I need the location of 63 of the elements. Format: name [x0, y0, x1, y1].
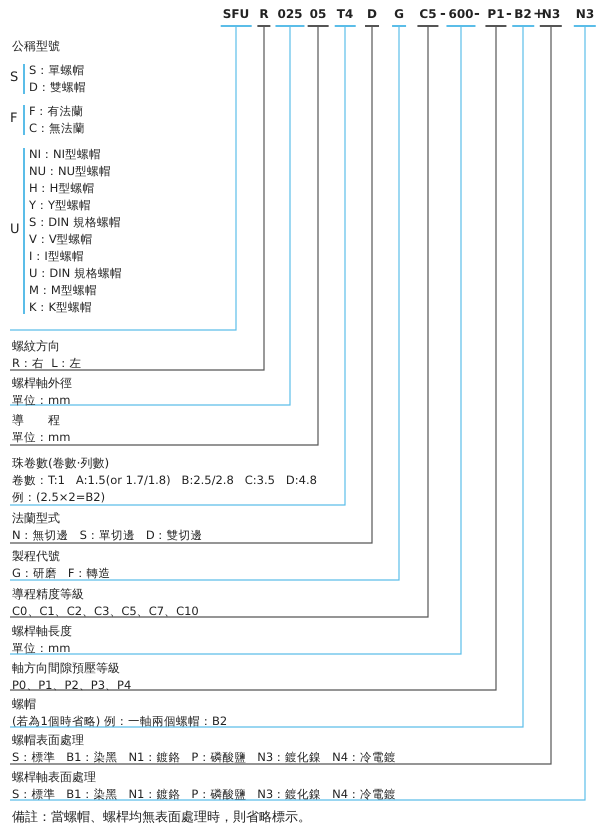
separator: -: [474, 6, 480, 22]
field-heading: 導程精度等級: [11, 586, 85, 603]
code-segment: D: [365, 6, 379, 27]
field-heading: 法蘭型式: [11, 510, 61, 527]
code-segment: R: [257, 6, 271, 27]
option-text: D：雙螺帽: [29, 79, 86, 96]
field-heading: 公稱型號: [11, 38, 60, 55]
option-text: K：K型螺帽: [29, 299, 92, 316]
code-segment: B2: [512, 6, 534, 27]
option-text: I：I型螺帽: [29, 248, 84, 265]
code-letter: F: [10, 111, 18, 126]
option-text: NI：NI型螺帽: [29, 146, 101, 163]
field-heading: 軸方向間隙預壓等級: [11, 660, 121, 677]
option-text: 單位：mm: [11, 392, 72, 409]
option-text: (若為1個時省略) 例：一軸兩個螺帽：B2: [11, 713, 228, 730]
option-text: C0、C1、C2、C3、C5、C7、C10: [11, 603, 199, 620]
separator: -: [440, 6, 446, 22]
option-text: 單位：mm: [11, 640, 72, 657]
option-text: 卷數：T:1 A:1.5(or 1.7/1.8) B:2.5/2.8 C:3.5 D:4.8: [11, 472, 317, 489]
field-heading: 螺帽表面處理: [11, 732, 85, 749]
option-text: M：M型螺帽: [29, 282, 97, 299]
field-heading: 螺桿軸長度: [11, 623, 72, 640]
option-text: S：單螺帽: [29, 62, 84, 79]
field-heading: 螺紋方向: [11, 338, 61, 355]
option-text: P0、P1、P2、P3、P4: [11, 677, 132, 694]
code-segment: C5: [417, 6, 439, 27]
option-text: S：標準 B1：染黑 N1：鍍鉻 P：磷酸鹽 N3：鍍化鎳 N4：冷電鍍: [11, 749, 396, 766]
code-segment: SFU: [220, 6, 252, 27]
option-text: 單位：mm: [11, 429, 70, 446]
option-text: F：有法蘭: [29, 103, 84, 120]
option-text: S：DIN 規格螺帽: [29, 214, 121, 231]
option-text: G：研磨 F：轉造: [11, 565, 110, 582]
code-segment: G: [392, 6, 406, 27]
field-heading: 導 程: [11, 412, 61, 429]
code-segment: N3: [574, 6, 596, 27]
code-segment: P1: [485, 6, 507, 27]
field-heading: 製程代號: [11, 548, 61, 565]
field-heading: 螺桿軸表面處理: [11, 769, 97, 786]
footnote: 備註：當螺帽、螺桿均無表面處理時，則省略標示。: [12, 809, 311, 826]
option-text: R：右 L：左: [11, 355, 82, 372]
code-letter: S: [10, 70, 18, 85]
leader-line: [10, 27, 265, 371]
option-text: U：DIN 規格螺帽: [29, 265, 122, 282]
field-heading: 螺桿軸外徑: [11, 375, 72, 392]
field-heading: 螺帽: [11, 696, 37, 713]
option-text: 例：(2.5×2=B2): [11, 489, 106, 506]
code-segment: 025: [275, 6, 305, 27]
option-text: S：標準 B1：染黑 N1：鍍鉻 P：磷酸鹽 N3：鍍化鎳 N4：冷電鍍: [11, 786, 396, 803]
separator: -: [506, 6, 512, 22]
leader-line: [10, 27, 319, 446]
option-text: H：H型螺帽: [29, 180, 94, 197]
option-text: N：無切邊 S：單切邊 D：雙切邊: [11, 527, 203, 544]
code-letter: U: [10, 222, 20, 237]
leader-line: [10, 27, 291, 406]
option-text: V：V型螺帽: [29, 231, 93, 248]
option-text: Y：Y型螺帽: [29, 197, 92, 214]
leader-line: [10, 27, 237, 331]
field-heading: 珠卷數(卷數·列數): [11, 455, 110, 472]
option-text: C：無法蘭: [29, 120, 86, 137]
option-text: NU：NU型螺帽: [29, 163, 112, 180]
code-segment: 600: [446, 6, 476, 27]
code-segment: T4: [334, 6, 356, 27]
code-segment: 05: [308, 6, 328, 27]
